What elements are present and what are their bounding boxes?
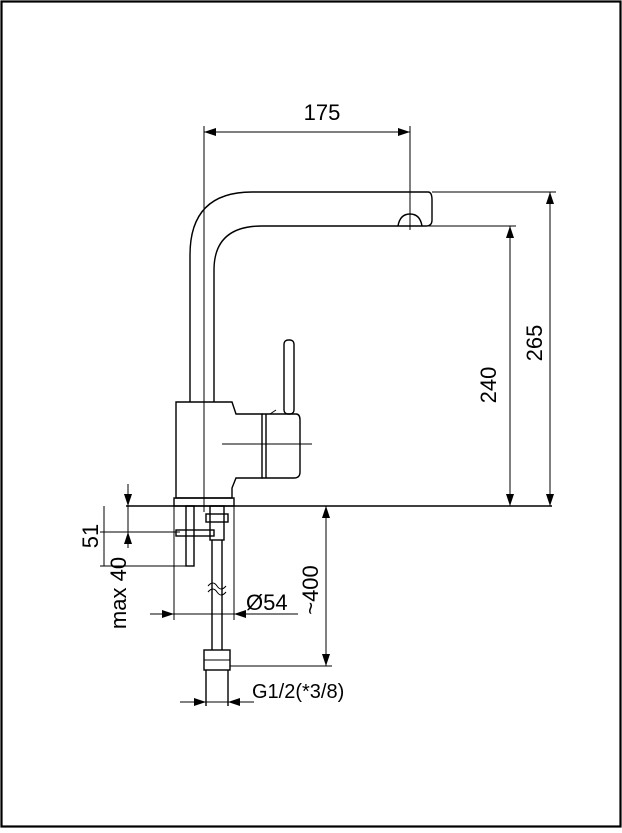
dimension-hose-length: ~400 — [230, 506, 332, 667]
dimension-label-hose-length: ~400 — [298, 565, 323, 615]
dimension-connection-thread: G1/2(*3/8) — [180, 681, 344, 706]
dimension-label-total-height: 265 — [522, 325, 547, 362]
mounting-parts — [126, 505, 552, 706]
dimension-label-base-diameter: Ø54 — [246, 590, 288, 615]
dimension-label-spout-height: 240 — [476, 367, 501, 404]
dimension-base-diameter: Ø54 — [150, 506, 298, 620]
dimension-label-reach: 175 — [304, 100, 341, 125]
dimension-counter-b: max 40 — [100, 506, 194, 629]
dimension-label-connection-thread: G1/2(*3/8) — [252, 681, 344, 703]
dimension-label-counter-a: 51 — [78, 524, 103, 548]
dimension-label-counter-b: max 40 — [106, 557, 131, 629]
faucet-outline — [173, 191, 433, 507]
dimension-spout-height: 240 — [410, 225, 516, 506]
dimension-counter-a: 51 — [78, 484, 180, 548]
dimension-reach: 175 — [203, 100, 411, 512]
dimension-total-height: 265 — [432, 191, 556, 506]
